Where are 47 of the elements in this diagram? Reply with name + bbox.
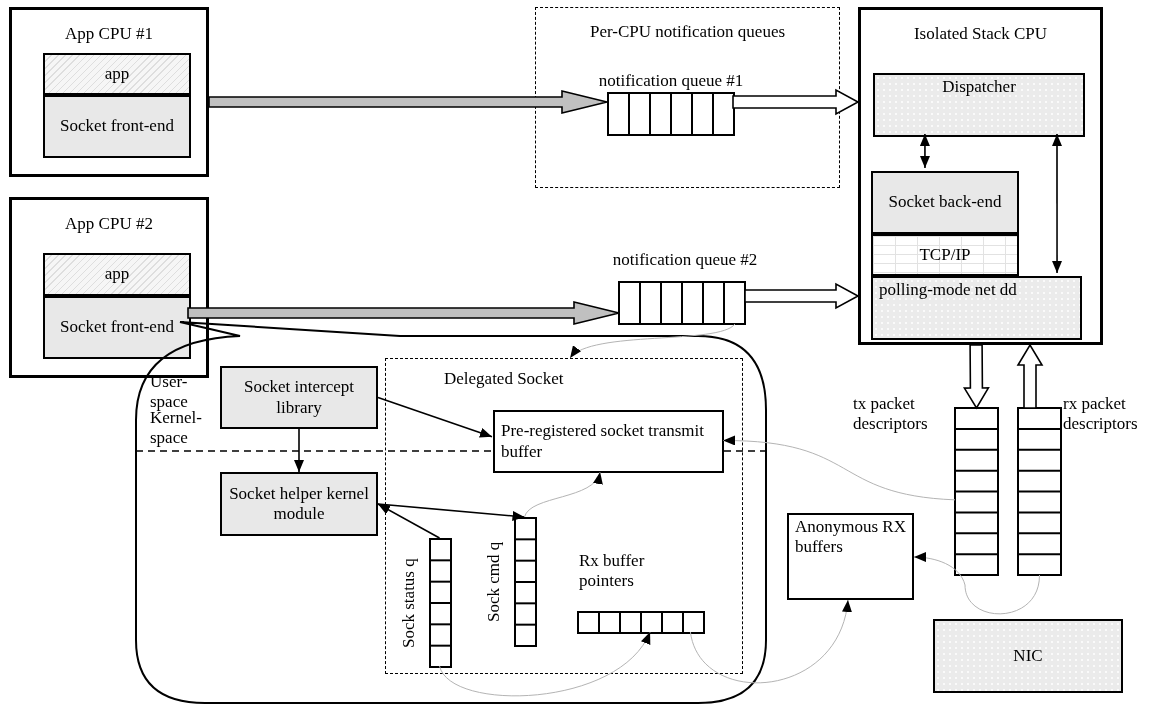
app-layer-box: app: [43, 53, 191, 95]
arrow: [1052, 133, 1063, 274]
arrow: [377, 503, 526, 521]
module-box: NIC: [933, 619, 1123, 693]
box-title: Isolated Stack CPU: [913, 24, 1048, 45]
module-box: Dispatcher: [873, 73, 1085, 137]
cpu-box: [9, 7, 209, 177]
box-title: App CPU #1: [65, 24, 153, 45]
app-layer-box: app: [43, 253, 191, 296]
queue-label: Rx buffer pointers: [579, 551, 646, 592]
cpu-box: [858, 7, 1103, 345]
buffer-box: Anonymous RX buffers: [787, 513, 914, 600]
module-box: Socket helper kernel module: [220, 472, 378, 536]
module-box: Socket back-end: [871, 171, 1019, 234]
block-arrow: [1016, 343, 1044, 409]
protocol-layer-box: TCP/IP: [871, 234, 1019, 276]
arrow: [524, 471, 601, 518]
queue-label: notification queue #2: [612, 250, 758, 271]
arrow: [377, 503, 441, 539]
module-box: Socket front-end: [43, 296, 191, 359]
block-arrow: [208, 90, 608, 114]
queue-label: Sock cmd q: [484, 540, 504, 625]
queue-label: Sock status q: [399, 557, 419, 650]
block-arrow: [732, 88, 860, 116]
box-title: App CPU #2: [65, 214, 153, 235]
block-arrow: [187, 301, 620, 325]
arrow: [913, 552, 1040, 615]
dashed-group-box: [385, 358, 743, 674]
buffer-box: Pre-registered socket transmit buffer: [493, 410, 724, 473]
cpu-box: [9, 197, 209, 378]
arrow: [919, 133, 930, 169]
block-arrow: [963, 344, 990, 410]
module-box: Socket intercept library: [220, 366, 378, 429]
arrow: [689, 599, 851, 684]
arrow: [569, 323, 736, 359]
group-title: Per-CPU notification queues: [589, 22, 786, 43]
arrow: [294, 428, 304, 473]
module-box: polling-mode net dd: [871, 276, 1082, 340]
block-arrow: [744, 282, 860, 310]
arrow: [439, 631, 651, 697]
queue-label: rx packet descriptors: [1063, 394, 1139, 435]
group-title: Delegated Socket: [444, 369, 564, 390]
queue-label: notification queue #1: [598, 71, 744, 92]
arrow: [377, 396, 493, 438]
module-box: Socket front-end: [43, 95, 191, 158]
arrow: [722, 435, 956, 501]
queue-label: tx packet descriptors: [853, 394, 929, 435]
